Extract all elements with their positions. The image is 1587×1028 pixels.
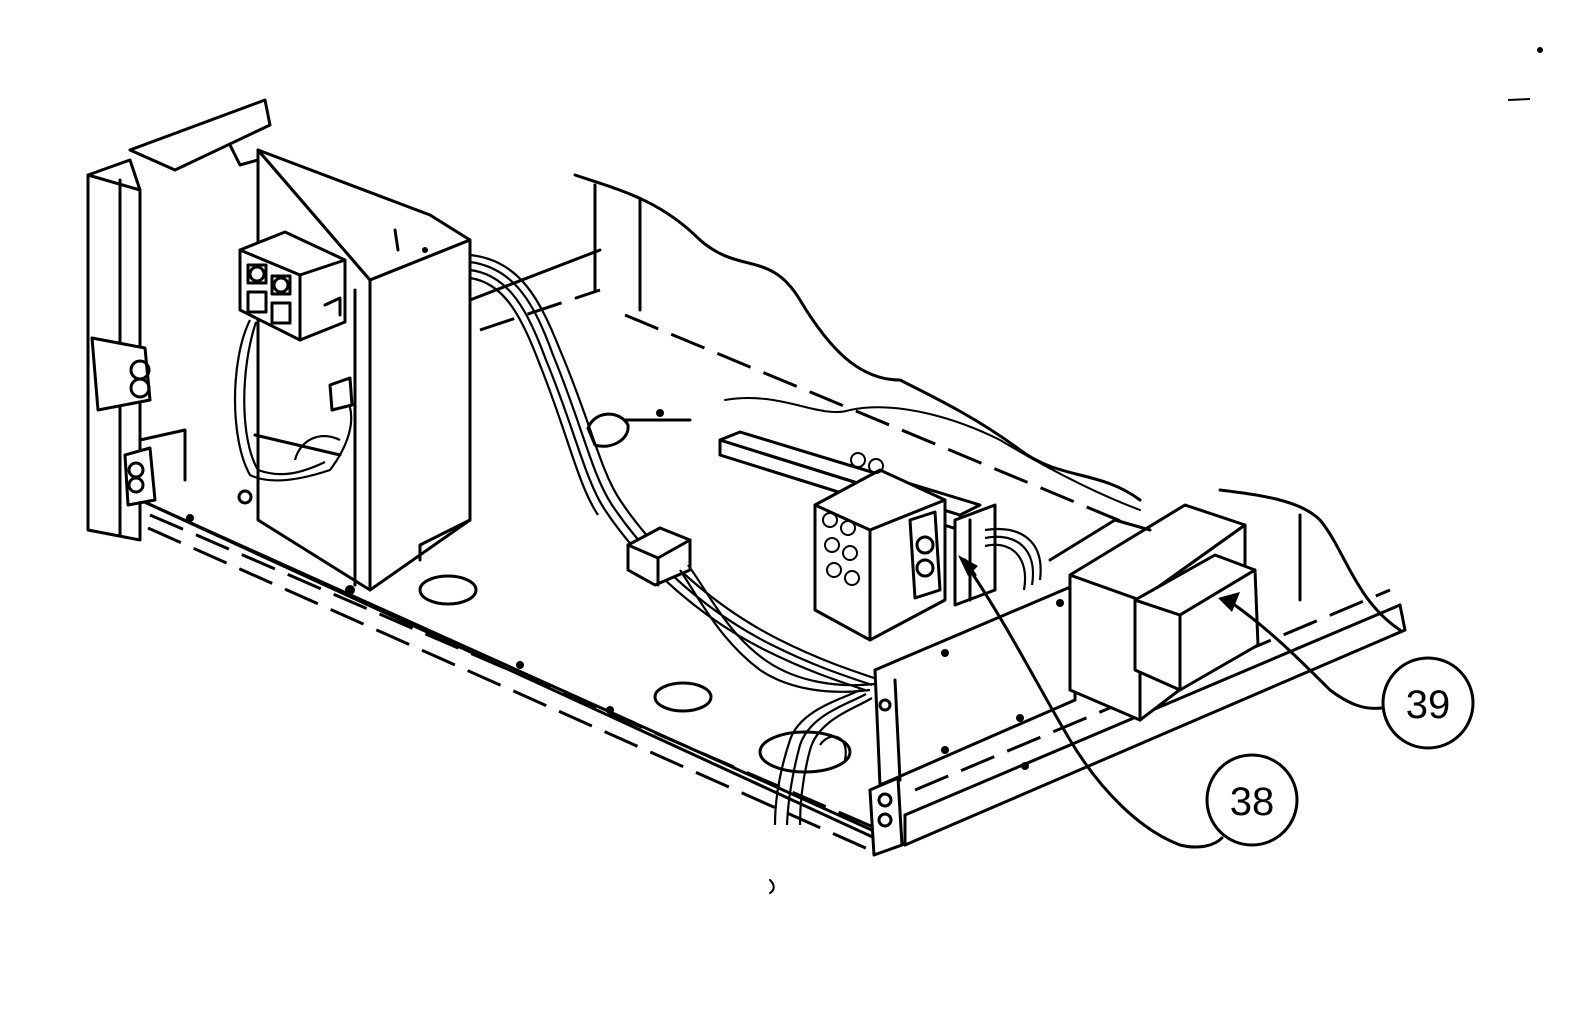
callout-38-circle xyxy=(1205,753,1299,847)
transformer-assembly xyxy=(1048,503,1260,722)
callout-39-label: 39 xyxy=(1406,683,1451,727)
callout-38-label: 38 xyxy=(1230,780,1275,824)
scan-marks xyxy=(769,47,1543,894)
terminal-strip-block xyxy=(718,430,1042,642)
arrowhead-39 xyxy=(1218,592,1240,612)
callout-38: 38 xyxy=(958,555,1299,849)
wire-harness xyxy=(469,253,881,826)
front-control-panel xyxy=(868,583,1077,857)
callout-39: 39 xyxy=(1218,592,1475,750)
arrowhead-38 xyxy=(958,555,978,576)
left-side-panel xyxy=(86,98,272,542)
callout-39-circle xyxy=(1381,656,1475,750)
terminal-screws xyxy=(822,452,884,586)
rear-wall-panel xyxy=(573,173,1402,632)
power-supply-box xyxy=(233,148,472,592)
